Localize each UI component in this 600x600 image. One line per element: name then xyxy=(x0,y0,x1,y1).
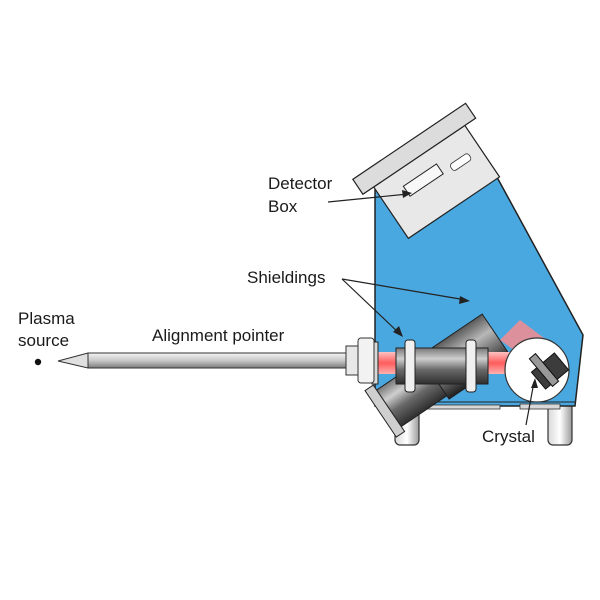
shielding-arrowhead-1 xyxy=(393,326,403,337)
crystal-arrowhead xyxy=(531,378,538,388)
label-shieldings: Shieldings xyxy=(247,268,325,287)
plasma-source-dot xyxy=(34,358,42,366)
label-crystal: Crystal xyxy=(482,427,535,446)
leader-arrowheads xyxy=(393,190,538,388)
housing-slot-2 xyxy=(519,403,561,410)
crystal-leader xyxy=(525,381,535,426)
collimator-ring-left xyxy=(404,339,416,393)
collimator-ring-right xyxy=(465,339,477,393)
label-plasma-line1: Plasma xyxy=(18,309,75,328)
leader-lines xyxy=(327,193,535,426)
label-alignment-pointer: Alignment pointer xyxy=(152,326,285,345)
shielding-arrowhead-2 xyxy=(459,296,470,304)
pointer-tip xyxy=(57,352,89,369)
detector-box xyxy=(352,102,501,240)
detector-box-window xyxy=(402,163,444,197)
crystal-assembly xyxy=(504,337,570,403)
detector-flange xyxy=(364,384,406,438)
pointer-rod xyxy=(87,352,351,369)
collimator-assembly xyxy=(371,339,489,393)
pointer-flange xyxy=(357,337,375,384)
alignment-pointer xyxy=(57,337,375,384)
label-detector-line1: Detector xyxy=(268,174,333,193)
label-detector-line2: Box xyxy=(268,197,298,216)
detector-arrowhead xyxy=(402,190,412,198)
shielding-leader-1 xyxy=(341,278,401,335)
label-plasma-line2: source xyxy=(18,331,69,350)
detector-box-lid xyxy=(352,102,477,196)
shielding-leader-2 xyxy=(341,278,467,301)
crystal-plate xyxy=(528,352,560,388)
detector-box-slot xyxy=(450,153,472,171)
detector-leader xyxy=(327,193,409,203)
